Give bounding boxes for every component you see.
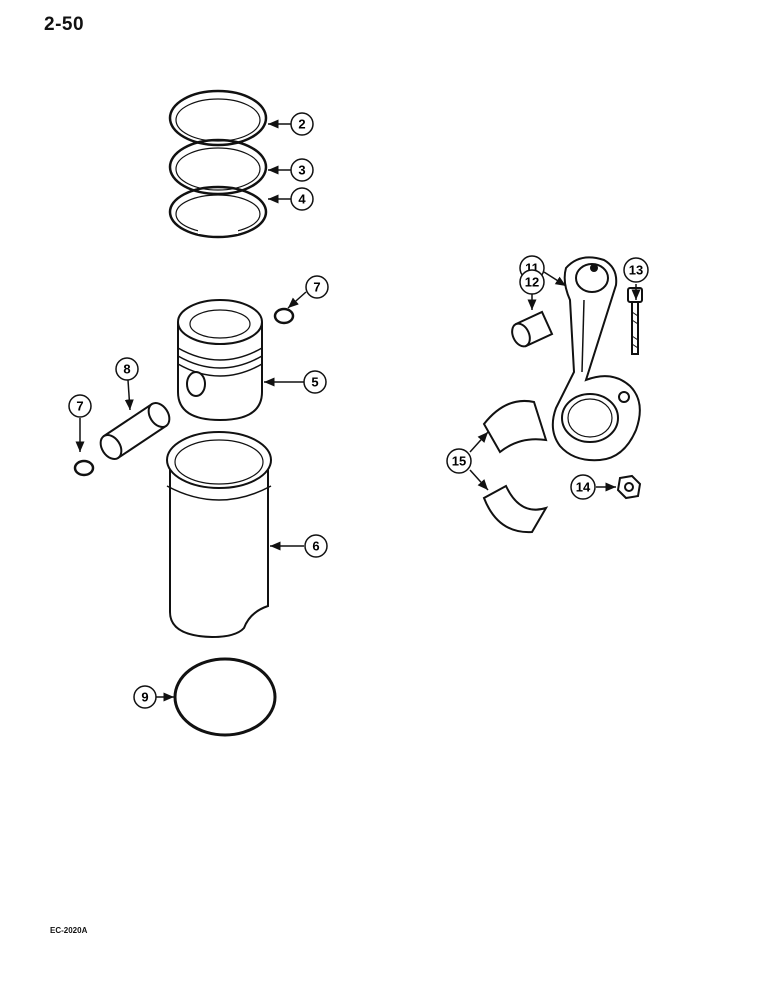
piston-pin <box>99 402 171 460</box>
piston <box>177 299 263 422</box>
callout-7-right: 7 <box>305 275 329 299</box>
callout-2: 2 <box>290 112 314 136</box>
svg-text:8: 8 <box>123 362 130 377</box>
connecting-rod-nut <box>616 474 642 500</box>
callout-8: 8 <box>115 357 139 381</box>
svg-text:2: 2 <box>298 117 305 132</box>
page-number: 2-50 <box>44 14 85 35</box>
small-end-bushing <box>511 310 554 348</box>
piston-ring-oil <box>168 185 268 239</box>
cylinder-liner <box>166 431 272 639</box>
svg-text:12: 12 <box>525 275 539 290</box>
svg-text:7: 7 <box>76 399 83 414</box>
bearing-shell-lower <box>482 484 549 534</box>
svg-text:6: 6 <box>312 539 319 554</box>
svg-text:7: 7 <box>313 280 320 295</box>
connecting-rod <box>551 256 641 462</box>
snap-ring-right <box>273 307 295 325</box>
callout-14: 14 <box>570 474 596 500</box>
svg-text:14: 14 <box>576 480 591 495</box>
liner-seal-ring <box>173 657 277 737</box>
callout-6: 6 <box>304 534 328 558</box>
figure-code: EC-2020A <box>50 926 88 935</box>
callout-5: 5 <box>303 370 327 394</box>
piston-ring-second <box>168 138 268 196</box>
piston-ring-top <box>168 89 268 147</box>
snap-ring-left <box>73 459 95 477</box>
callout-4: 4 <box>290 187 314 211</box>
leader-lines <box>75 119 641 702</box>
svg-text:5: 5 <box>311 375 318 390</box>
svg-text:9: 9 <box>141 690 148 705</box>
callout-3: 3 <box>290 158 314 182</box>
svg-text:13: 13 <box>629 263 643 278</box>
callout-15: 15 <box>446 448 472 474</box>
svg-text:4: 4 <box>298 192 306 207</box>
svg-text:15: 15 <box>452 454 466 469</box>
bearing-shell-upper <box>482 400 548 454</box>
svg-text:3: 3 <box>298 163 305 178</box>
callout-13: 13 <box>623 257 649 283</box>
callout-12: 12 <box>519 269 545 295</box>
connecting-rod-bolt <box>627 287 643 355</box>
callout-9: 9 <box>133 685 157 709</box>
callout-7-left: 7 <box>68 394 92 418</box>
